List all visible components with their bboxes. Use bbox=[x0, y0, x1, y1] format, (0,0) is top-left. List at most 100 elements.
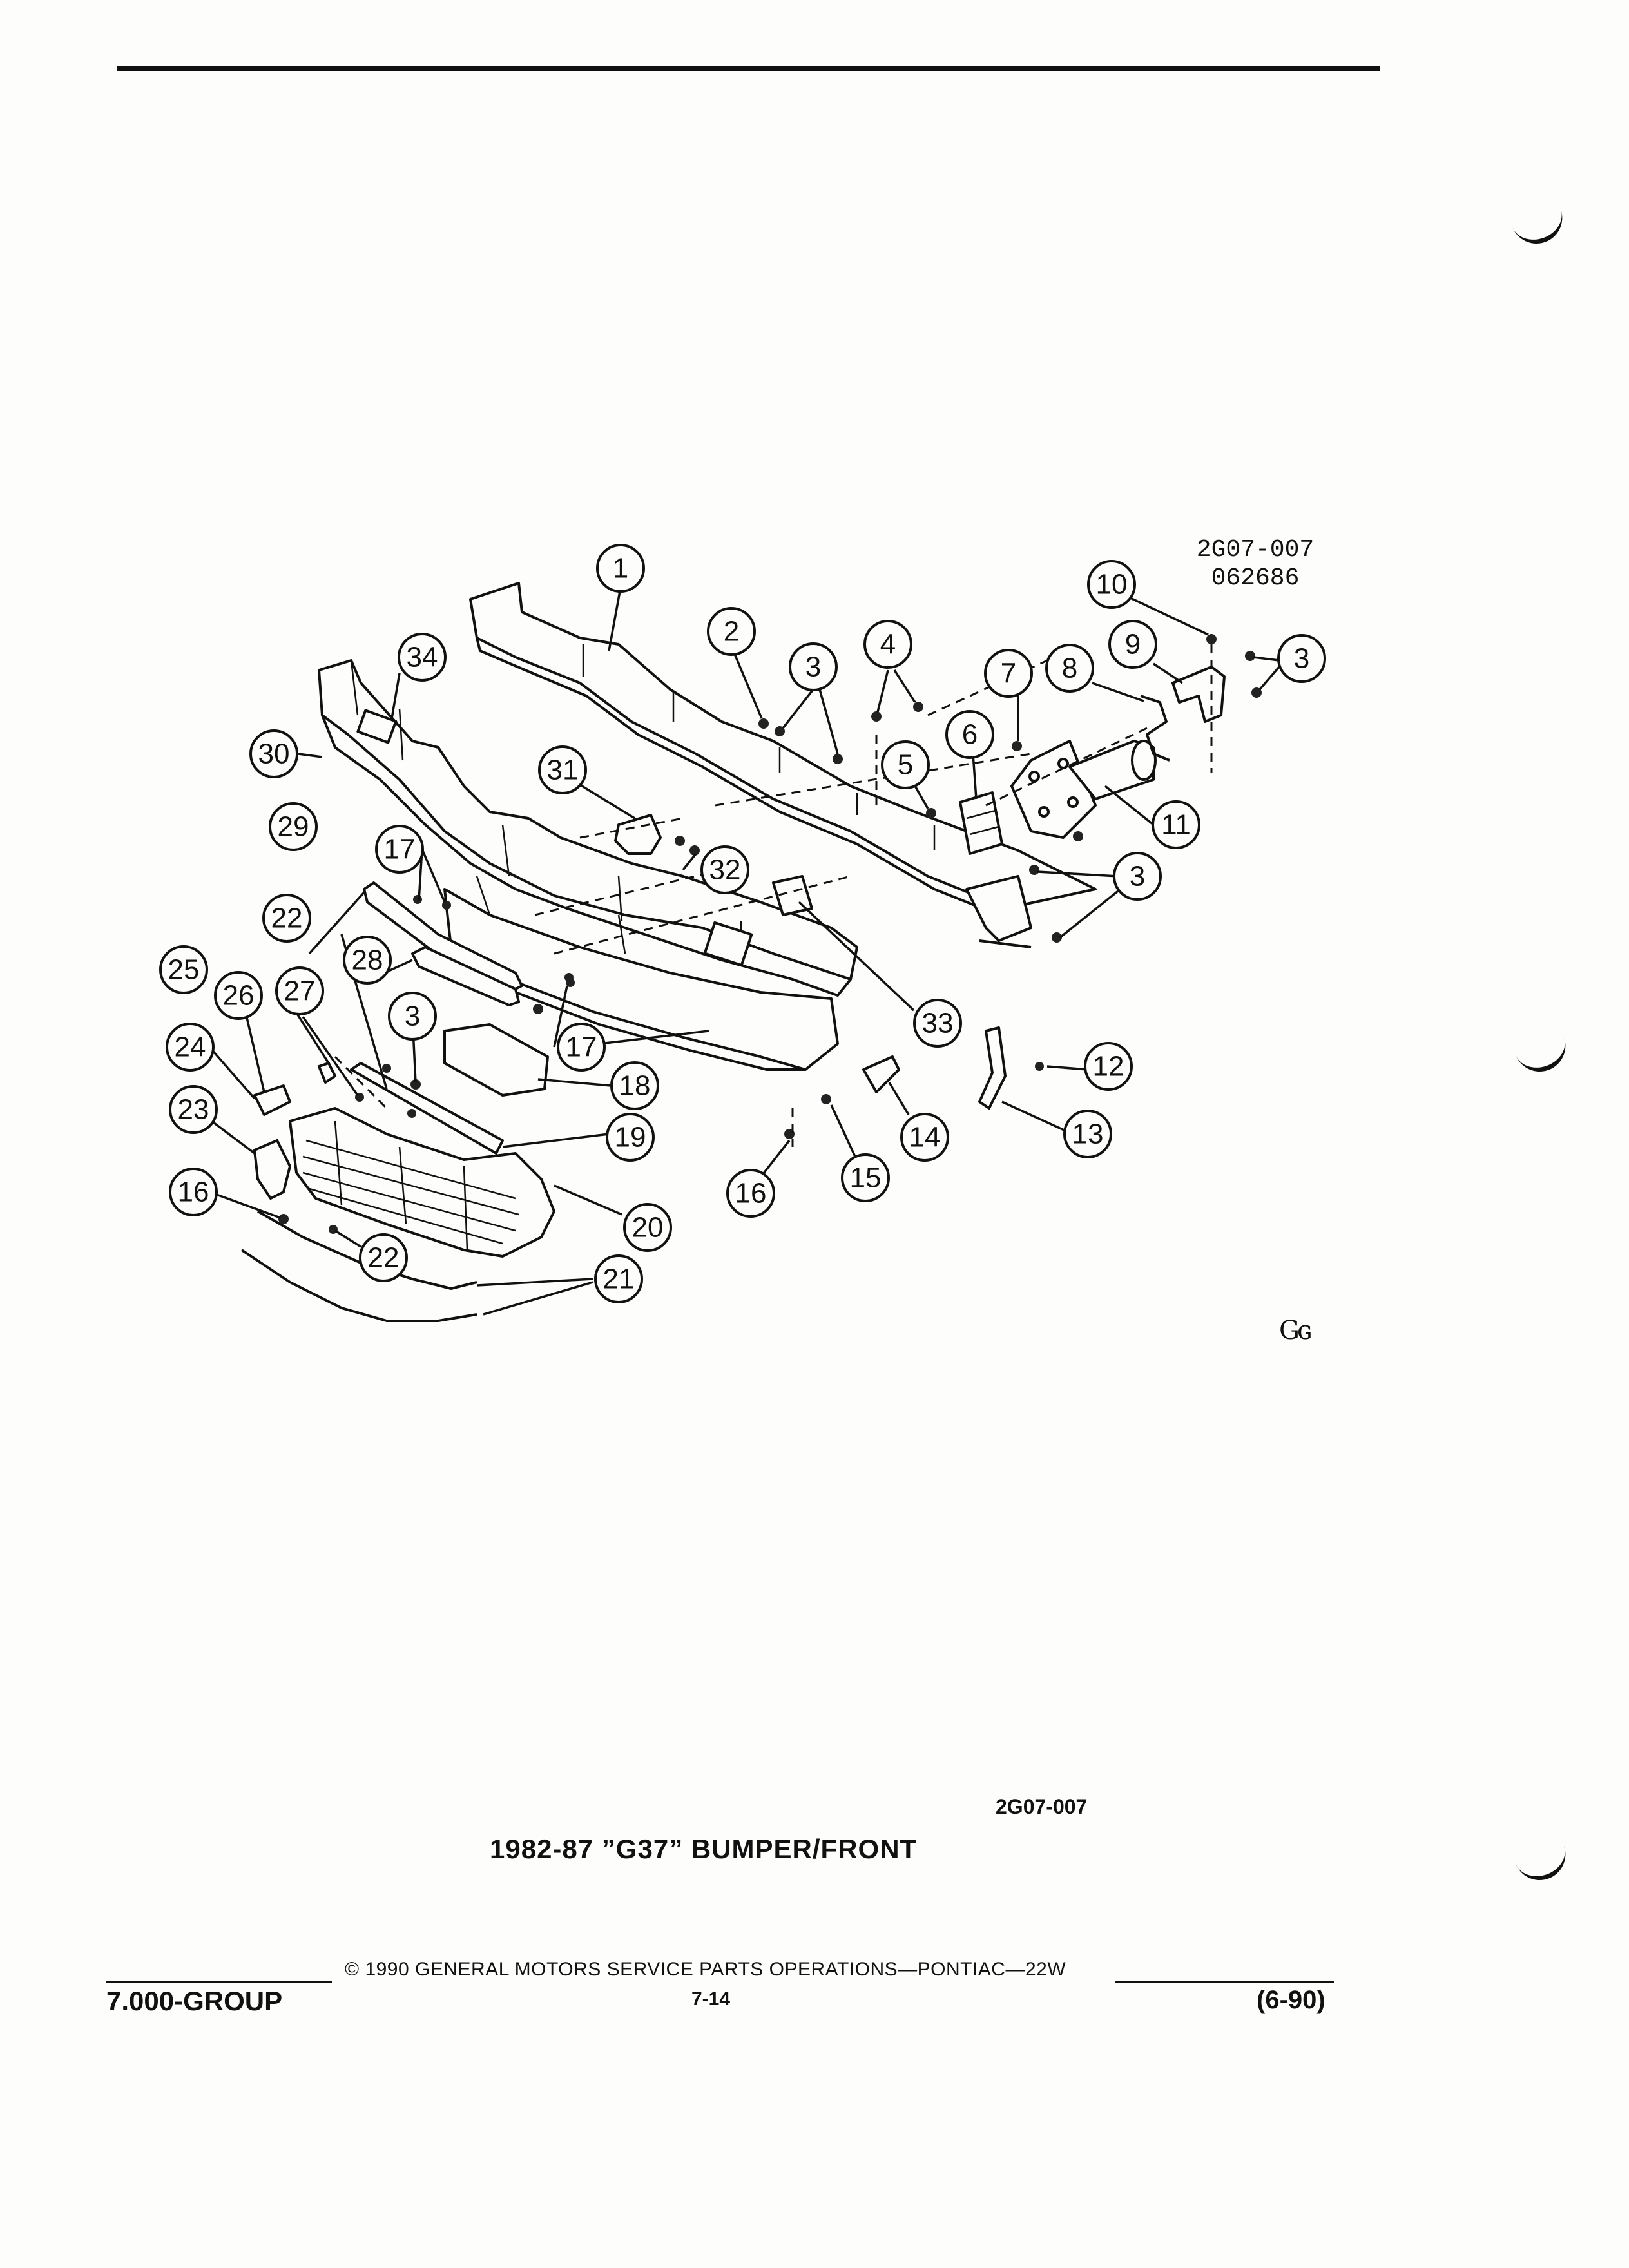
clip-26 bbox=[318, 1062, 336, 1084]
svg-text:10: 10 bbox=[1096, 569, 1128, 601]
callout-14: 14 bbox=[900, 1113, 949, 1162]
svg-text:3: 3 bbox=[1130, 861, 1145, 892]
svg-text:20: 20 bbox=[632, 1212, 664, 1244]
callout-33: 33 bbox=[913, 999, 962, 1048]
callout-22: 22 bbox=[359, 1233, 408, 1282]
svg-text:7: 7 bbox=[1001, 658, 1016, 689]
grille-assembly bbox=[289, 1107, 555, 1258]
callout-25: 25 bbox=[159, 945, 208, 994]
svg-text:23: 23 bbox=[178, 1094, 209, 1126]
callout-3: 3 bbox=[1113, 852, 1162, 901]
callout-30: 30 bbox=[249, 729, 298, 778]
callout-4: 4 bbox=[863, 620, 912, 669]
callout-8: 8 bbox=[1045, 644, 1094, 693]
callout-13: 13 bbox=[1063, 1110, 1112, 1158]
svg-text:25: 25 bbox=[168, 954, 200, 986]
callout-17: 17 bbox=[557, 1023, 606, 1072]
callout-27: 27 bbox=[275, 966, 324, 1015]
svg-text:8: 8 bbox=[1062, 653, 1077, 684]
top-rule bbox=[117, 66, 1380, 71]
svg-text:3: 3 bbox=[1294, 643, 1309, 675]
filler-strip bbox=[363, 881, 523, 994]
callout-22: 22 bbox=[262, 894, 311, 943]
callout-34: 34 bbox=[398, 633, 447, 682]
svg-text:31: 31 bbox=[547, 754, 579, 786]
svg-text:5: 5 bbox=[898, 749, 913, 781]
svg-text:12: 12 bbox=[1093, 1051, 1124, 1082]
svg-text:28: 28 bbox=[352, 945, 383, 976]
svg-text:6: 6 bbox=[962, 719, 978, 751]
callout-20: 20 bbox=[623, 1203, 672, 1252]
license-plate-bracket bbox=[443, 1023, 549, 1097]
callout-32: 32 bbox=[700, 845, 749, 894]
callout-6: 6 bbox=[945, 710, 994, 759]
svg-text:14: 14 bbox=[909, 1122, 941, 1153]
svg-text:27: 27 bbox=[284, 975, 316, 1007]
gm-logo-mark: Gɢ bbox=[1279, 1316, 1312, 1345]
svg-text:4: 4 bbox=[880, 629, 896, 660]
energy-absorber bbox=[1010, 740, 1157, 839]
callout-3: 3 bbox=[388, 992, 437, 1041]
support-31 bbox=[614, 814, 662, 855]
svg-text:32: 32 bbox=[709, 854, 741, 886]
callout-21: 21 bbox=[594, 1254, 643, 1303]
callout-9: 9 bbox=[1108, 620, 1157, 669]
figure-code: 2G07-007 bbox=[996, 1795, 1088, 1818]
callout-24: 24 bbox=[166, 1023, 215, 1072]
svg-text:30: 30 bbox=[258, 738, 290, 770]
diagram-reference-code: 2G07-007 062686 bbox=[1178, 536, 1333, 593]
svg-text:17: 17 bbox=[566, 1032, 597, 1063]
svg-text:29: 29 bbox=[278, 811, 309, 843]
svg-text:9: 9 bbox=[1125, 629, 1141, 660]
footer-copyright: © 1990 GENERAL MOTORS SERVICE PARTS OPER… bbox=[345, 1959, 1066, 1980]
figure-caption: 1982-87 ”G37” BUMPER/FRONT bbox=[490, 1834, 918, 1864]
callout-12: 12 bbox=[1084, 1042, 1133, 1091]
callout-31: 31 bbox=[538, 745, 587, 794]
svg-text:26: 26 bbox=[223, 980, 255, 1012]
callout-16: 16 bbox=[726, 1169, 775, 1218]
callout-11: 11 bbox=[1152, 800, 1200, 849]
callout-15: 15 bbox=[841, 1153, 890, 1202]
svg-text:24: 24 bbox=[175, 1032, 206, 1063]
svg-text:1: 1 bbox=[613, 553, 628, 584]
footer-date: (6-90) bbox=[1257, 1986, 1325, 2014]
svg-text:15: 15 bbox=[850, 1162, 882, 1194]
grille-strip bbox=[350, 1062, 504, 1155]
callout-23: 23 bbox=[169, 1085, 218, 1134]
footer-rule-left bbox=[106, 1981, 332, 1983]
lower-molding-lower bbox=[240, 1249, 477, 1322]
callout-18: 18 bbox=[610, 1061, 659, 1110]
svg-text:13: 13 bbox=[1072, 1119, 1104, 1150]
callout-17: 17 bbox=[375, 825, 424, 874]
end-cap bbox=[253, 1139, 291, 1200]
brace-13 bbox=[978, 1026, 1007, 1110]
callout-10: 10 bbox=[1087, 560, 1136, 609]
footer-page-number: 7-14 bbox=[691, 1988, 731, 2010]
callout-19: 19 bbox=[606, 1113, 655, 1162]
callout-7: 7 bbox=[984, 649, 1033, 698]
callout-3: 3 bbox=[789, 642, 838, 691]
callout-3: 3 bbox=[1277, 634, 1326, 683]
callout-1: 1 bbox=[596, 544, 645, 593]
callout-16: 16 bbox=[169, 1168, 218, 1216]
svg-text:11: 11 bbox=[1161, 809, 1191, 841]
retainer-strip bbox=[411, 946, 520, 1006]
bracket-9 bbox=[1171, 666, 1226, 723]
callout-5: 5 bbox=[881, 740, 930, 789]
svg-text:2: 2 bbox=[724, 616, 739, 648]
svg-text:34: 34 bbox=[407, 642, 438, 673]
frame-rail bbox=[469, 582, 1097, 948]
diagram-code-line1: 2G07-007 bbox=[1196, 536, 1315, 564]
svg-text:21: 21 bbox=[603, 1264, 635, 1295]
svg-text:16: 16 bbox=[735, 1178, 767, 1209]
svg-text:17: 17 bbox=[384, 834, 416, 865]
callouts: 1 2 3 3 3 3 4 5 6 7 8 9 10 11 12 13 14 1… bbox=[159, 544, 1326, 1303]
svg-text:3: 3 bbox=[805, 651, 821, 683]
svg-text:22: 22 bbox=[271, 903, 303, 934]
svg-text:16: 16 bbox=[178, 1177, 209, 1208]
svg-text:19: 19 bbox=[615, 1122, 646, 1153]
bracket-14 bbox=[862, 1055, 900, 1093]
footer-group: 7.000-GROUP bbox=[106, 1986, 283, 2016]
bracket-24 bbox=[253, 1084, 291, 1116]
